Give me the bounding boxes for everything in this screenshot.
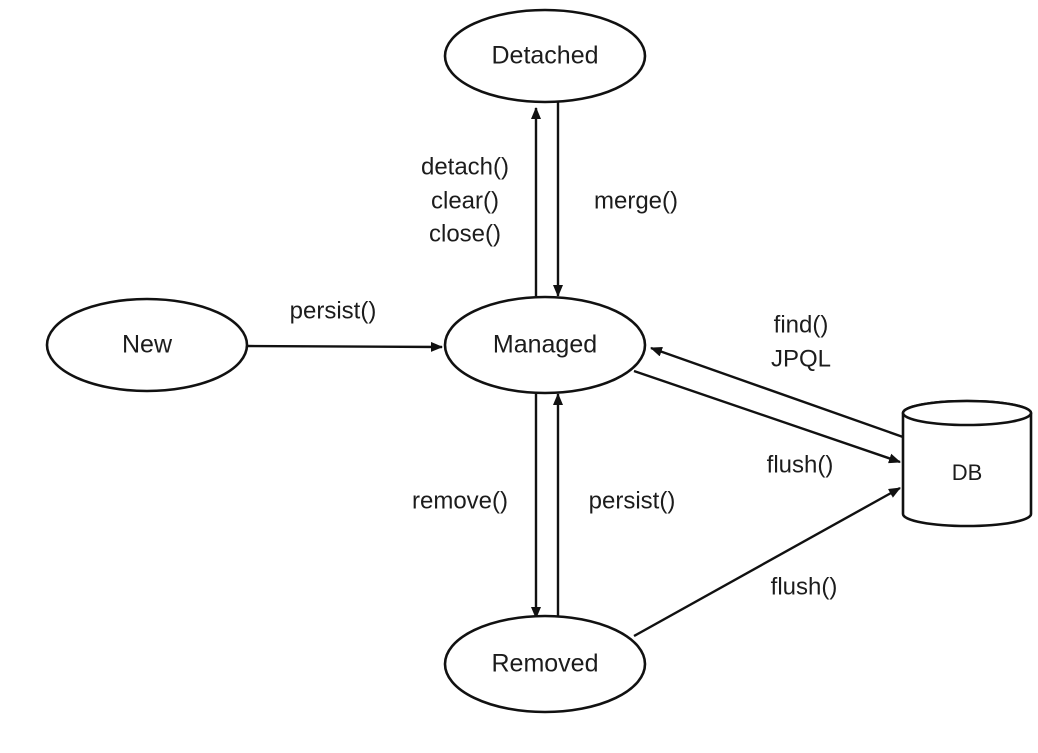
persist-new-label: persist() bbox=[290, 297, 377, 324]
persist-removed-label: persist() bbox=[589, 487, 676, 514]
flush-managed-arrow bbox=[633, 369, 901, 464]
find-label: find() bbox=[774, 311, 829, 338]
detached-node: Detached bbox=[443, 8, 647, 104]
close-label: close() bbox=[429, 220, 501, 247]
find-arrow bbox=[650, 346, 904, 439]
new-label: New bbox=[122, 331, 173, 359]
flush-removed-arrow bbox=[633, 486, 901, 638]
removed-label: Removed bbox=[492, 650, 599, 678]
managed-node: Managed bbox=[443, 295, 647, 395]
detach-label: detach() bbox=[421, 153, 509, 180]
new-node: New bbox=[45, 297, 249, 393]
detached-label: Detached bbox=[491, 42, 598, 70]
clear-label: clear() bbox=[431, 187, 499, 214]
flush-managed-label: flush() bbox=[767, 451, 834, 478]
jpql-label: JPQL bbox=[771, 345, 831, 372]
persist-new-arrow bbox=[246, 341, 443, 352]
merge-label: merge() bbox=[594, 187, 678, 214]
remove-label: remove() bbox=[412, 487, 508, 514]
managed-label: Managed bbox=[493, 331, 597, 359]
db-label: DB bbox=[952, 460, 983, 485]
detach-labels: detach() clear() close() bbox=[421, 153, 509, 247]
find-labels: find() JPQL bbox=[771, 311, 831, 372]
db-cylinder: DB bbox=[901, 399, 1033, 528]
flush-removed-label: flush() bbox=[771, 573, 838, 600]
removed-node: Removed bbox=[443, 614, 647, 714]
